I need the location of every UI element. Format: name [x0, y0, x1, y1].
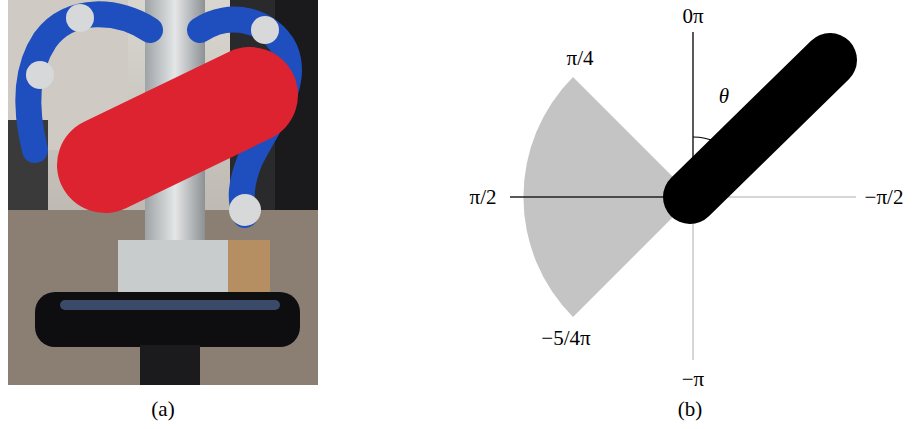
- angle-label: −π/2: [865, 187, 904, 208]
- angle-label: −5/4π: [541, 328, 590, 349]
- angle-label: 0π: [682, 6, 703, 27]
- panel-label: (a): [151, 399, 174, 420]
- angle-label: π/2: [470, 187, 497, 208]
- robot-photo: [8, 0, 318, 385]
- theta-symbol: θ: [719, 86, 729, 107]
- angle-diagram: [510, 32, 856, 360]
- angle-label: −π: [682, 369, 704, 390]
- panel-label: (b): [678, 399, 703, 420]
- angle-label: π/4: [567, 48, 594, 69]
